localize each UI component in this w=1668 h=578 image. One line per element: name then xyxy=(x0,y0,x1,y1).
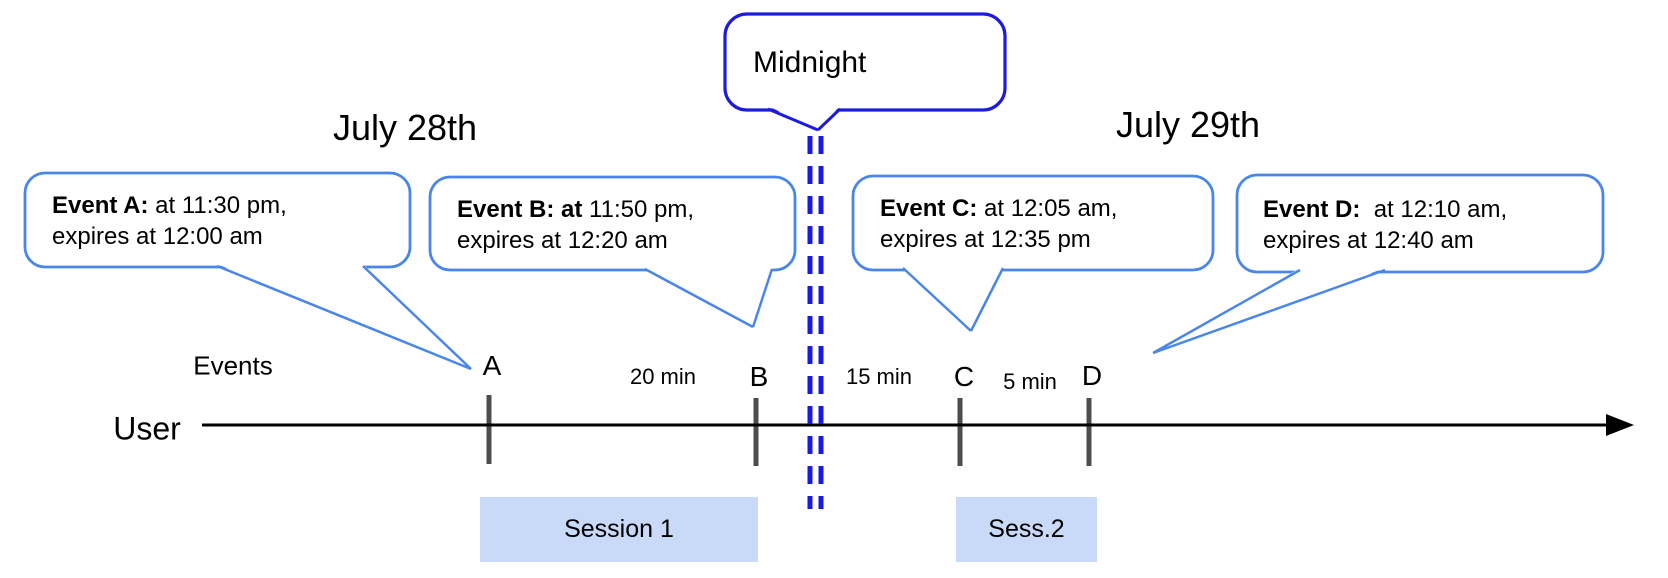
event-b-line2: expires at 12:20 am xyxy=(457,227,668,254)
event-c-callout xyxy=(851,174,1215,332)
date-july-29: July 29th xyxy=(1115,104,1261,145)
event-d-line1: Event D: at 12:10 am, xyxy=(1263,196,1508,223)
event-a-line1: Event A: at 11:30 pm, xyxy=(52,192,287,219)
event-d-line2: expires at 12:40 am xyxy=(1263,227,1474,254)
session-1-box: Session 1 xyxy=(480,497,758,562)
events-axis-label: Events xyxy=(193,350,273,381)
session-1-label: Session 1 xyxy=(564,515,674,543)
midnight-dashed-line xyxy=(807,136,824,509)
interval-5min: 5 min xyxy=(1003,369,1057,394)
event-a-text: Event A: at 11:30 pm, expires at 12:00 a… xyxy=(52,190,287,252)
event-a-callout xyxy=(23,171,472,371)
session-2-box: Sess.2 xyxy=(956,497,1097,562)
midnight-callout xyxy=(723,12,1007,132)
midnight-label: Midnight xyxy=(753,46,867,79)
event-b-text: Event B: at 11:50 pm, expires at 12:20 a… xyxy=(457,194,694,256)
event-c-text: Event C: at 12:05 am, expires at 12:35 p… xyxy=(880,193,1117,255)
tick-label-c: C xyxy=(953,361,975,392)
event-d-text: Event D: at 12:10 am, expires at 12:40 a… xyxy=(1263,194,1507,256)
timeline-arrow xyxy=(202,414,1634,436)
date-july-28: July 28th xyxy=(332,107,478,148)
event-b-line1: Event B: at 11:50 pm, xyxy=(457,196,694,223)
user-axis-label: User xyxy=(113,410,181,447)
event-d-callout xyxy=(1152,173,1605,355)
tick-label-b: B xyxy=(749,361,769,392)
interval-20min: 20 min xyxy=(629,364,697,389)
event-a-line2: expires at 12:00 am xyxy=(52,223,263,250)
session-2-label: Sess.2 xyxy=(988,515,1065,543)
event-b-callout xyxy=(428,175,797,329)
tick-label-a: A xyxy=(482,350,502,381)
event-c-line2: expires at 12:35 pm xyxy=(880,226,1091,253)
event-c-line1: Event C: at 12:05 am, xyxy=(880,195,1118,222)
tick-label-d: D xyxy=(1081,360,1103,391)
interval-15min: 15 min xyxy=(845,364,913,389)
